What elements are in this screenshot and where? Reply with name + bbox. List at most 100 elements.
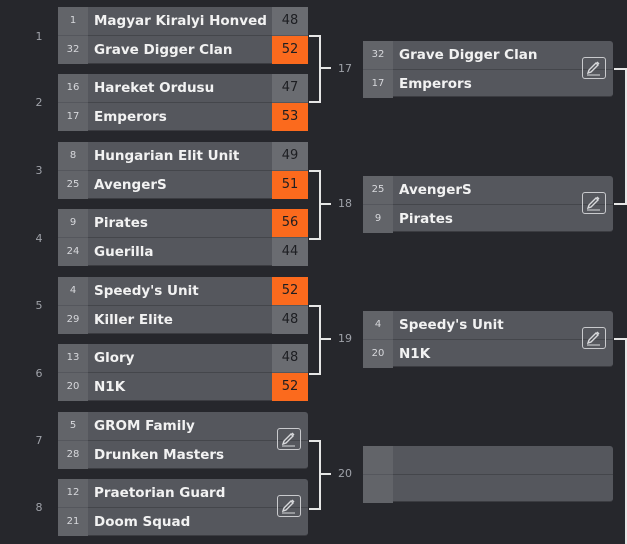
- team-name: AvengerS: [399, 182, 472, 198]
- team-name: Drunken Masters: [94, 447, 225, 463]
- match-row-top: 25 AvengerS: [363, 176, 613, 204]
- match-row-top: 12 Praetorian Guard: [58, 479, 308, 507]
- match-number-7: 7: [35, 434, 43, 447]
- bracket-connector: [321, 338, 331, 340]
- seed-number: 4: [58, 277, 88, 305]
- team-name: GROM Family: [94, 418, 195, 434]
- winner-score: 53: [272, 103, 308, 131]
- match-20[interactable]: [363, 446, 613, 503]
- winner-score: 51: [272, 171, 308, 199]
- team-name: Hungarian Elit Unit: [94, 148, 240, 164]
- bracket-connector: [309, 440, 321, 510]
- row-divider: [88, 170, 272, 171]
- match-row-bottom: 20 N1K: [363, 340, 613, 368]
- winner-score: 52: [272, 277, 308, 305]
- team-name: Speedy's Unit: [399, 317, 504, 333]
- row-divider: [393, 204, 613, 205]
- match-row-top: 16 Hareket Ordusu 47: [58, 74, 308, 102]
- seed-number: 20: [363, 340, 393, 368]
- team-name: Speedy's Unit: [94, 283, 199, 299]
- seed-number: 28: [58, 441, 88, 469]
- match-row-bottom: 17 Emperors 53: [58, 103, 308, 131]
- bracket-connector: [309, 305, 321, 375]
- match-row-top: 8 Hungarian Elit Unit 49: [58, 142, 308, 170]
- match-row-top: 5 GROM Family: [58, 412, 308, 440]
- seed-number: 25: [58, 171, 88, 199]
- match-19[interactable]: 4 Speedy's Unit 20 N1K: [363, 311, 613, 368]
- row-divider: [88, 305, 272, 306]
- team-name: Pirates: [399, 211, 453, 227]
- match-row-top: [363, 446, 613, 474]
- seed-number: 25: [363, 176, 393, 204]
- match-18[interactable]: 25 AvengerS 9 Pirates: [363, 176, 613, 233]
- team-name: Pirates: [94, 215, 148, 231]
- match-number-8: 8: [35, 501, 43, 514]
- edit-icon: [586, 61, 600, 76]
- edit-match-button[interactable]: [582, 327, 606, 349]
- edit-match-button[interactable]: [277, 428, 301, 450]
- match-4[interactable]: 9 Pirates 56 24 Guerilla 44: [58, 209, 308, 266]
- row-divider: [88, 237, 272, 238]
- match-17[interactable]: 32 Grave Digger Clan 17 Emperors: [363, 41, 613, 98]
- match-6[interactable]: 13 Glory 48 20 N1K 52: [58, 344, 308, 401]
- seed-number: 16: [58, 74, 88, 102]
- seed-number: 5: [58, 412, 88, 440]
- seed-number: 9: [363, 205, 393, 233]
- team-score: 44: [272, 238, 308, 266]
- edit-icon: [281, 499, 295, 514]
- row-divider: [88, 507, 308, 508]
- team-name: Grave Digger Clan: [399, 47, 538, 63]
- match-2[interactable]: 16 Hareket Ordusu 47 17 Emperors 53: [58, 74, 308, 131]
- edit-match-button[interactable]: [277, 495, 301, 517]
- bracket-connector: [321, 67, 331, 69]
- team-name: Glory: [94, 350, 135, 366]
- match-number-5: 5: [35, 299, 43, 312]
- bracket-connector: [625, 338, 627, 544]
- match-row-bottom: 29 Killer Elite 48: [58, 306, 308, 334]
- bracket-connector: [614, 68, 627, 70]
- match-row-bottom: 21 Doom Squad: [58, 508, 308, 536]
- seed-number: 32: [58, 36, 88, 64]
- match-row-bottom: 32 Grave Digger Clan 52: [58, 36, 308, 64]
- match-number-19: 19: [338, 332, 352, 345]
- bracket-connector: [321, 473, 331, 475]
- team-name: Emperors: [94, 109, 167, 125]
- match-row-bottom: [363, 475, 613, 503]
- team-name: Praetorian Guard: [94, 485, 226, 501]
- winner-score: 52: [272, 36, 308, 64]
- seed-number: 9: [58, 209, 88, 237]
- match-8[interactable]: 12 Praetorian Guard 21 Doom Squad: [58, 479, 308, 536]
- team-name: N1K: [94, 379, 126, 395]
- team-name: [399, 475, 573, 503]
- team-score: 49: [272, 142, 308, 170]
- match-7[interactable]: 5 GROM Family 28 Drunken Masters: [58, 412, 308, 469]
- match-number-6: 6: [35, 367, 43, 380]
- edit-match-button[interactable]: [582, 57, 606, 79]
- match-row-bottom: 9 Pirates: [363, 205, 613, 233]
- row-divider: [88, 372, 272, 373]
- match-row-bottom: 24 Guerilla 44: [58, 238, 308, 266]
- winner-score: 56: [272, 209, 308, 237]
- seed-number: 13: [58, 344, 88, 372]
- match-number-20: 20: [338, 467, 352, 480]
- match-number-18: 18: [338, 197, 352, 210]
- team-score: 48: [272, 306, 308, 334]
- match-5[interactable]: 4 Speedy's Unit 52 29 Killer Elite 48: [58, 277, 308, 334]
- match-row-bottom: 17 Emperors: [363, 70, 613, 98]
- match-3[interactable]: 8 Hungarian Elit Unit 49 25 AvengerS 51: [58, 142, 308, 199]
- match-row-bottom: 28 Drunken Masters: [58, 441, 308, 469]
- row-divider: [393, 69, 613, 70]
- match-1[interactable]: 1 Magyar Kiralyi Honved Legio 48 32 Grav…: [58, 7, 308, 64]
- edit-match-button[interactable]: [582, 192, 606, 214]
- seed-number: 32: [363, 41, 393, 69]
- match-row-top: 9 Pirates 56: [58, 209, 308, 237]
- team-score: 48: [272, 7, 308, 35]
- bracket-connector: [309, 35, 321, 103]
- row-divider: [88, 35, 272, 36]
- team-name: N1K: [399, 346, 431, 362]
- row-divider: [393, 474, 613, 475]
- match-number-3: 3: [35, 164, 43, 177]
- match-number-2: 2: [35, 96, 43, 109]
- bracket-connector: [625, 68, 627, 205]
- match-row-top: 13 Glory 48: [58, 344, 308, 372]
